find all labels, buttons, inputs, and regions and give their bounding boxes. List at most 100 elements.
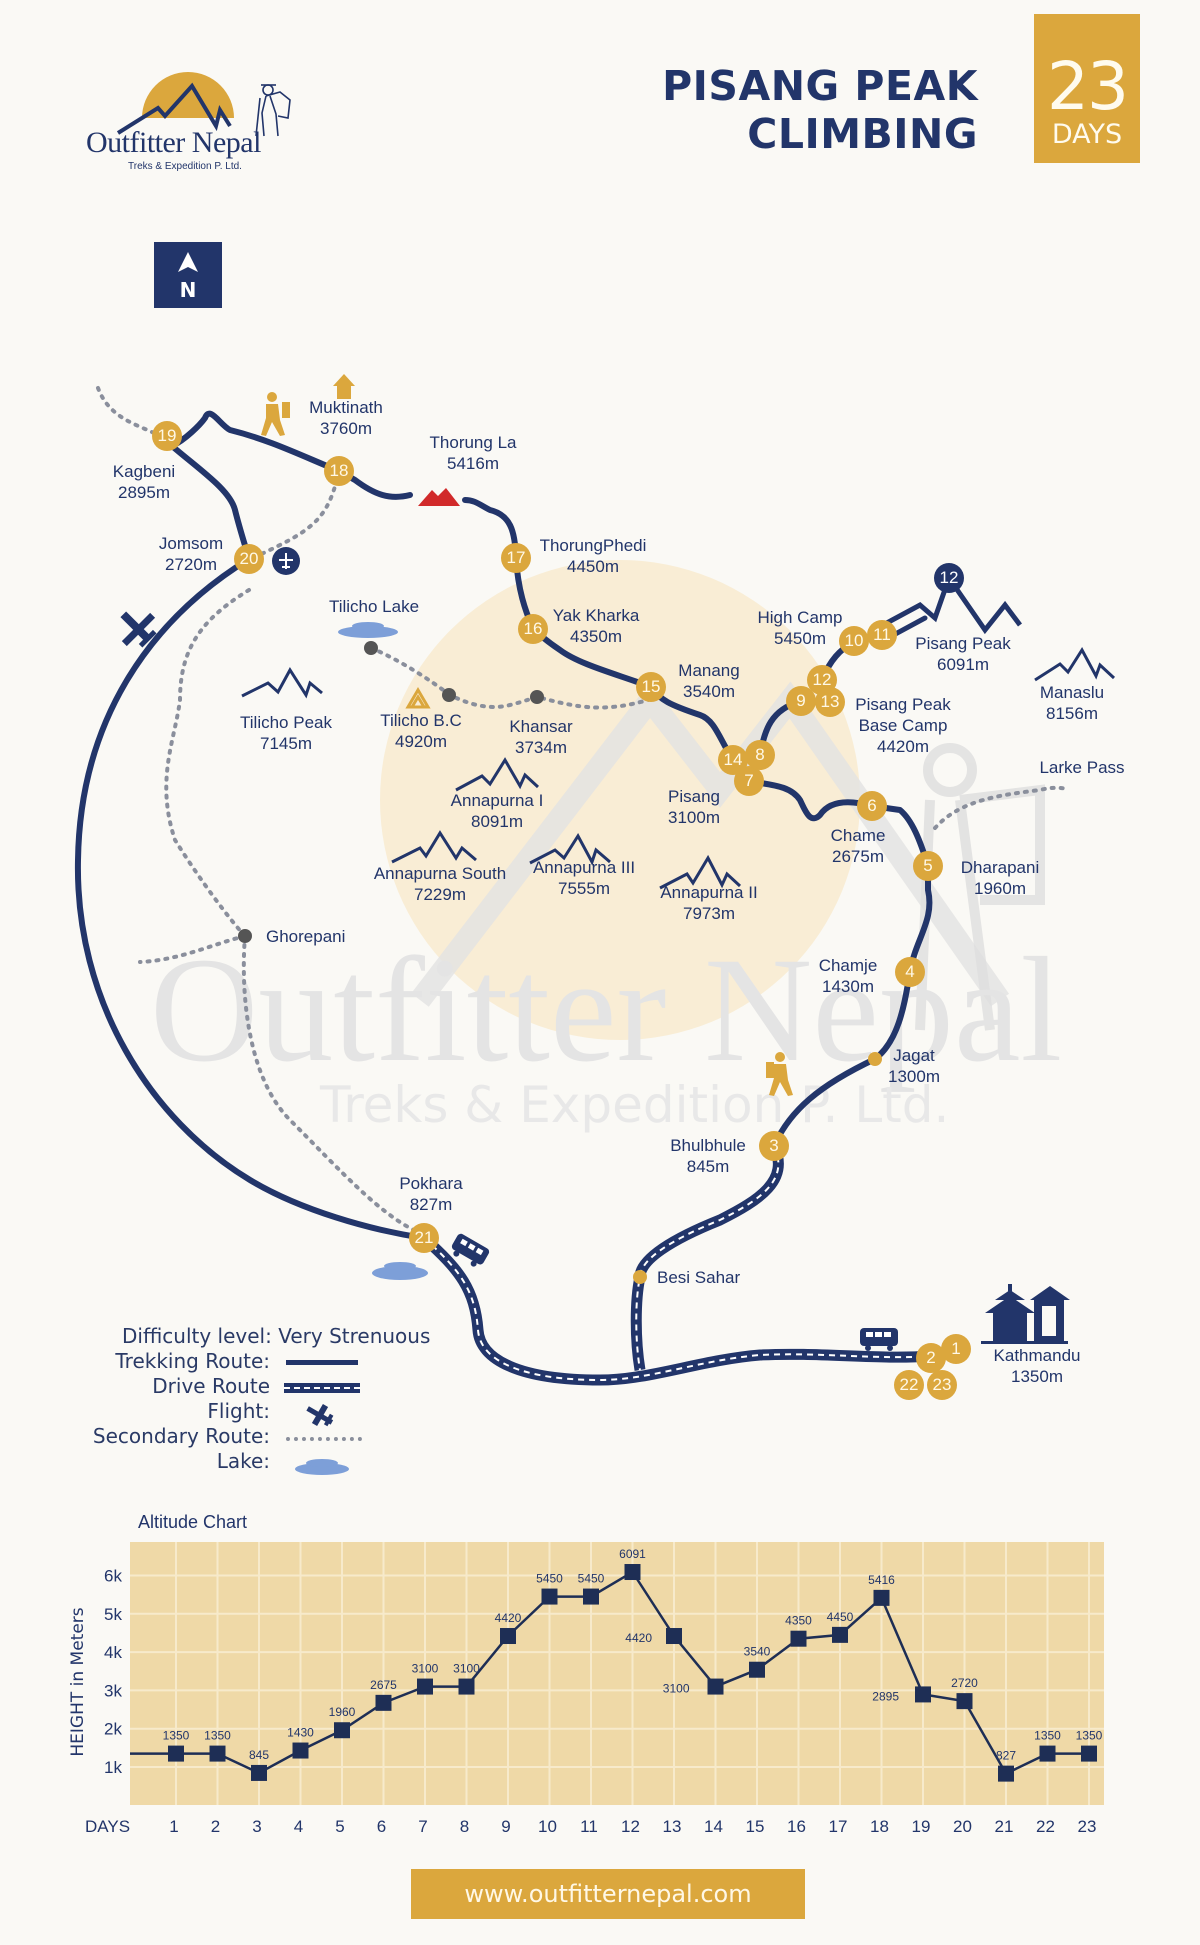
x-tick-label: 19 — [912, 1817, 931, 1836]
x-tick-label: 18 — [870, 1817, 889, 1836]
x-tick-label: 7 — [418, 1817, 427, 1836]
place-ghorepani: Ghorepani — [266, 927, 346, 946]
day-marker: 14 — [718, 745, 748, 775]
data-point-label: 5450 — [536, 1572, 563, 1586]
data-point-marker — [707, 1678, 724, 1695]
day-marker: 2 — [916, 1343, 946, 1373]
x-tick-label: 8 — [460, 1817, 469, 1836]
difficulty-value: Very Strenuous — [278, 1324, 431, 1348]
x-tick-label: 15 — [746, 1817, 765, 1836]
data-point-label: 1350 — [1034, 1729, 1061, 1743]
data-point-label: 4350 — [785, 1614, 812, 1628]
lake-icon — [295, 1459, 349, 1475]
pisang-peak-mountain-icon — [946, 576, 1022, 635]
data-point-label: 827 — [996, 1749, 1016, 1763]
x-tick-label: 6 — [377, 1817, 386, 1836]
x-tick-label: 16 — [787, 1817, 806, 1836]
day-marker: 17 — [501, 543, 531, 573]
brand-name: Outfitter Nepal — [86, 126, 261, 159]
data-point-marker — [915, 1686, 931, 1703]
data-point-label: 4420 — [495, 1611, 522, 1625]
day-marker: 22 — [894, 1370, 924, 1400]
data-point-label: 2895 — [872, 1689, 899, 1703]
legend-secondary-label: Secondary Route: — [92, 1424, 270, 1448]
data-point-marker — [956, 1693, 973, 1710]
x-tick-label: 10 — [538, 1817, 557, 1836]
data-point-marker — [1081, 1745, 1097, 1762]
manaslu-icon — [1034, 647, 1116, 682]
data-point-label: 4420 — [625, 1631, 652, 1645]
data-point-label: 1350 — [163, 1729, 190, 1743]
data-point-label: 1960 — [329, 1705, 356, 1719]
plane-icon — [306, 1403, 334, 1427]
tilicho-peak-icon — [241, 667, 323, 699]
day-marker: 1 — [941, 1334, 971, 1364]
website-link[interactable]: www.outfitternepal.com — [411, 1869, 805, 1919]
watermark-tagline: Treks & Expedition P. Ltd. — [319, 1076, 949, 1134]
day-marker: 6 — [857, 791, 887, 821]
x-tick-label: 12 — [621, 1817, 640, 1836]
x-tick-label: 2 — [211, 1817, 220, 1836]
x-tick-label: 3 — [252, 1817, 261, 1836]
annapurna-south-icon — [391, 830, 477, 864]
map-sun-watermark — [380, 560, 860, 1040]
tent-icon — [405, 687, 431, 709]
data-point-label: 2720 — [951, 1676, 978, 1690]
duration-unit: DAYS — [1051, 119, 1123, 150]
data-point-marker — [541, 1588, 558, 1605]
data-point-marker — [251, 1764, 267, 1781]
data-point-label: 1350 — [1076, 1729, 1103, 1743]
logo-mountain-icon — [116, 72, 291, 137]
route-map: Outfitter Nepal Treks & Expedition P. Lt… — [74, 374, 1116, 1386]
duration-number: 23 — [1047, 48, 1129, 125]
data-point-label: 4450 — [827, 1610, 854, 1624]
day-marker: 16 — [518, 614, 548, 644]
day-marker: 23 — [927, 1370, 957, 1400]
bus-icon — [451, 1233, 490, 1267]
x-axis-title: DAYS — [85, 1817, 130, 1836]
hiker-icon-2 — [766, 1052, 793, 1096]
x-tick-label: 5 — [335, 1817, 344, 1836]
data-point-label: 3100 — [412, 1662, 439, 1676]
annapurna-i-icon — [455, 757, 540, 792]
data-point-label: 845 — [249, 1748, 269, 1762]
data-point-marker — [375, 1694, 392, 1711]
mountain-icons — [241, 647, 1116, 890]
data-point-marker — [873, 1589, 890, 1606]
temple-icon — [333, 374, 355, 399]
brand-tagline: Treks & Expedition P. Ltd. — [128, 161, 242, 172]
drive-route-line — [284, 1383, 360, 1393]
day-marker: 19 — [152, 421, 182, 451]
kathmandu-temple-icon — [981, 1284, 1070, 1344]
data-point-marker — [168, 1745, 184, 1762]
bus-icon-2 — [860, 1328, 898, 1351]
data-point-label: 1430 — [287, 1726, 314, 1740]
day-marker: 3 — [759, 1131, 789, 1161]
data-point-label: 2675 — [370, 1678, 397, 1692]
x-tick-label: 20 — [953, 1817, 972, 1836]
place-larke-pass: Larke Pass — [1039, 758, 1125, 777]
data-point-marker — [292, 1742, 309, 1759]
data-point-marker — [666, 1628, 682, 1645]
legend-lake-label: Lake: — [216, 1449, 270, 1473]
legend-drive-label: Drive Route — [152, 1374, 270, 1398]
duration-badge: 23 DAYS — [1034, 14, 1140, 163]
difficulty-label: Difficulty level: — [122, 1324, 272, 1348]
